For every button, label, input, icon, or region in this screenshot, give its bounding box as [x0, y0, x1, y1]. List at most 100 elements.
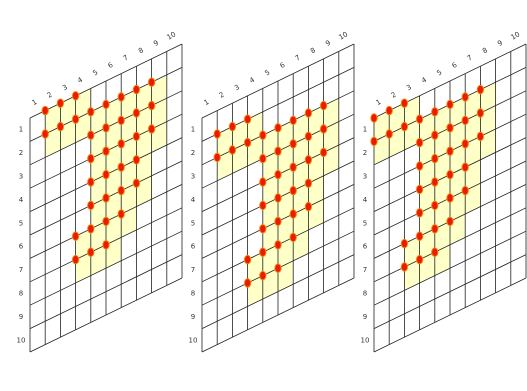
column-label: 10: [510, 30, 522, 41]
red-dot: [416, 231, 424, 241]
row-label: 2: [19, 149, 23, 157]
red-dot: [259, 270, 267, 281]
highlight-cell: [480, 82, 496, 113]
highlight-cell: [90, 127, 106, 159]
highlight-cell: [308, 152, 324, 184]
red-dot: [431, 177, 439, 187]
red-dot: [446, 146, 454, 156]
highlight-cell: [232, 142, 248, 174]
highlight-cell: [293, 230, 309, 261]
red-dot: [461, 115, 469, 126]
red-dot: [56, 98, 65, 108]
red-dot: [400, 262, 408, 272]
highlight-cell: [404, 259, 420, 291]
red-dot: [446, 216, 454, 227]
red-dot: [320, 124, 328, 134]
highlight-cell: [434, 198, 450, 229]
red-dot: [304, 155, 312, 165]
column-label: 2: [390, 91, 398, 100]
red-dot: [117, 139, 125, 149]
red-dot: [446, 99, 454, 110]
red-dot: [148, 124, 156, 134]
highlight-cell: [90, 244, 106, 276]
red-dot: [87, 177, 95, 187]
red-dot: [148, 77, 156, 87]
red-dot: [41, 105, 49, 116]
highlight-cell: [419, 182, 435, 213]
highlight-cell: [60, 119, 76, 150]
highlight-cell: [262, 174, 278, 206]
highlight-cell: [136, 105, 152, 137]
highlight-cell: [121, 89, 137, 121]
highlight-cell: [434, 221, 450, 253]
column-label: 5: [263, 68, 271, 77]
red-dot: [400, 238, 408, 249]
row-label: 3: [363, 173, 367, 181]
column-label: 9: [152, 39, 160, 48]
red-dot: [117, 115, 125, 126]
column-label: 8: [481, 46, 489, 55]
highlight-cell: [293, 183, 309, 214]
highlight-cell: [323, 98, 339, 129]
highlight-cell: [106, 167, 122, 198]
column-label: 6: [451, 61, 459, 70]
red-dot: [259, 153, 267, 164]
highlight-cell: [151, 121, 167, 153]
red-dot: [56, 121, 65, 132]
red-dot: [461, 162, 469, 172]
column-label: 1: [203, 98, 211, 107]
highlight-cell: [374, 110, 390, 142]
row-label: 7: [19, 266, 23, 274]
red-dot: [102, 99, 110, 110]
highlight-cell: [278, 143, 294, 175]
highlight-cell: [450, 167, 466, 198]
red-dot: [72, 91, 80, 101]
highlight-cell: [106, 190, 122, 222]
highlight-cell: [404, 236, 420, 267]
red-dot: [102, 216, 110, 227]
red-dot: [87, 200, 95, 211]
red-dot: [102, 193, 110, 203]
red-dot: [289, 232, 297, 243]
highlight-cell: [374, 134, 390, 165]
highlight-cell: [75, 88, 91, 120]
highlight-cell: [247, 135, 263, 166]
red-dot: [72, 231, 80, 241]
red-dot: [72, 254, 80, 265]
highlight-cell: [278, 167, 294, 198]
red-dot: [385, 129, 393, 139]
row-label: 10: [17, 336, 26, 344]
highlight-cell: [45, 103, 61, 134]
highlight-cell: [293, 206, 309, 238]
highlight-cell: [60, 95, 76, 127]
column-label: 7: [122, 54, 130, 63]
highlight-cell: [465, 159, 481, 191]
red-dot: [87, 153, 95, 164]
row-label: 2: [191, 149, 195, 157]
red-dot: [213, 152, 221, 163]
highlight-cell: [465, 136, 481, 168]
red-dot: [244, 137, 252, 148]
red-dot: [87, 247, 95, 257]
red-dot: [148, 100, 156, 111]
red-dot: [117, 185, 125, 196]
row-label: 2: [363, 149, 367, 157]
highlight-cell: [308, 175, 324, 207]
red-dot: [87, 107, 95, 117]
red-dot: [370, 136, 378, 147]
highlight-cell: [90, 104, 106, 136]
highlight-cell: [278, 120, 294, 152]
highlight-cell: [308, 129, 324, 160]
red-dot: [431, 153, 439, 164]
highlight-cell: [389, 103, 405, 134]
column-label: 6: [107, 61, 115, 70]
column-label: 6: [279, 61, 287, 70]
highlight-cell: [278, 214, 294, 245]
highlight-cell: [136, 82, 152, 113]
highlight-cell: [151, 74, 167, 106]
row-label: 5: [19, 219, 23, 227]
red-dot: [446, 169, 454, 180]
red-dot: [431, 130, 439, 140]
row-label: 6: [19, 243, 24, 251]
highlight-cell: [262, 244, 278, 276]
